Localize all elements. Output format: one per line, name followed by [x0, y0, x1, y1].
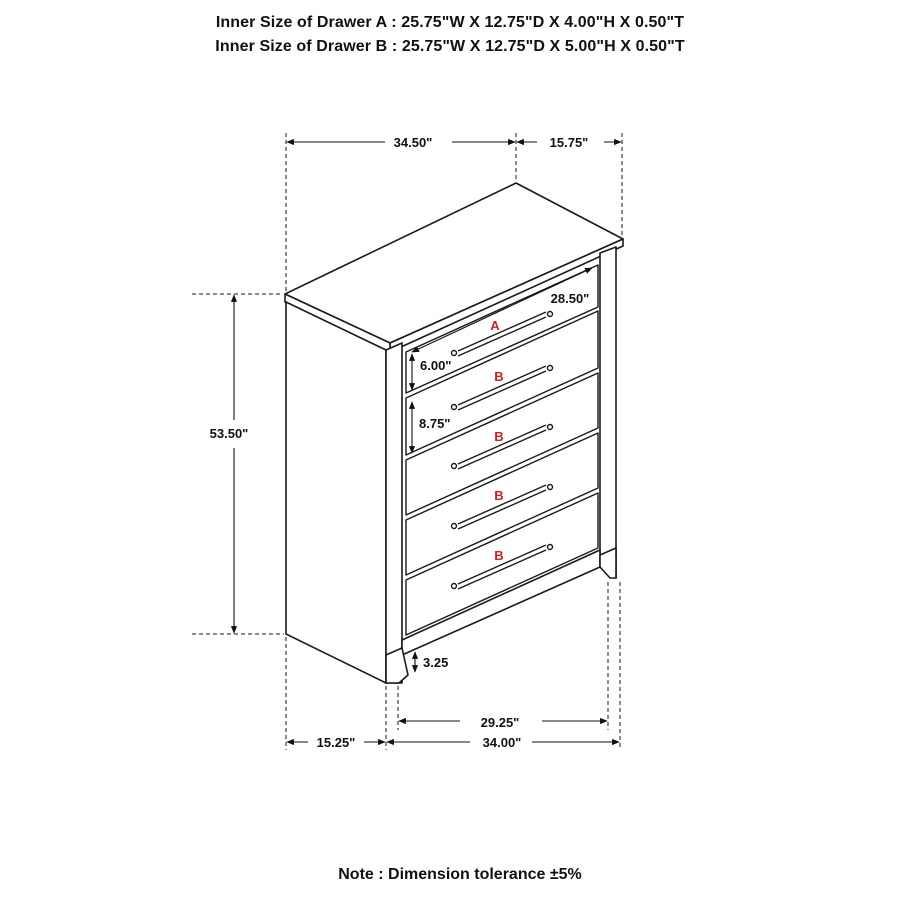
drawer-b2-handle [450, 423, 554, 470]
bottom-depth-label: 15.25" [317, 735, 356, 750]
height-label: 53.50" [210, 426, 249, 441]
chest-front-right-stile [599, 246, 617, 579]
drawer-a-height-label: 6.00" [420, 358, 451, 373]
drawer-label-b4: B [494, 548, 503, 563]
drawer-a-inner-size: Inner Size of Drawer A : 25.75"W X 12.75… [215, 14, 685, 31]
drawer-label-a: A [490, 318, 500, 333]
tolerance-note: Note : Dimension tolerance ±5% [338, 866, 582, 883]
drawer-label-b2: B [494, 429, 503, 444]
leg-height-label: 3.25 [423, 655, 448, 670]
drawer-width-arrow [411, 267, 593, 353]
top-depth-label: 15.75" [550, 135, 589, 150]
extension-lines [192, 133, 623, 750]
chest-side-panel [285, 301, 387, 684]
drawer-b3-handle [450, 483, 554, 530]
drawer-label-b1: B [494, 369, 503, 384]
drawer-b4-handle [450, 543, 554, 590]
drawer-b-inner-size: Inner Size of Drawer B : 25.75"W X 12.75… [215, 38, 685, 55]
top-width-label: 34.50" [394, 135, 433, 150]
chest-front-left-leg [385, 647, 409, 684]
drawer-b1-handle [450, 364, 554, 411]
chest-front-left-stile [385, 342, 403, 684]
inner-width-label: 29.25" [481, 715, 520, 730]
drawer-b-height-label: 8.75" [419, 416, 450, 431]
bottom-width-label: 34.00" [483, 735, 522, 750]
drawer-label-b3: B [494, 488, 503, 503]
drawer-front-width-label: 28.50" [551, 291, 590, 306]
chest-front-right-leg [599, 547, 617, 579]
